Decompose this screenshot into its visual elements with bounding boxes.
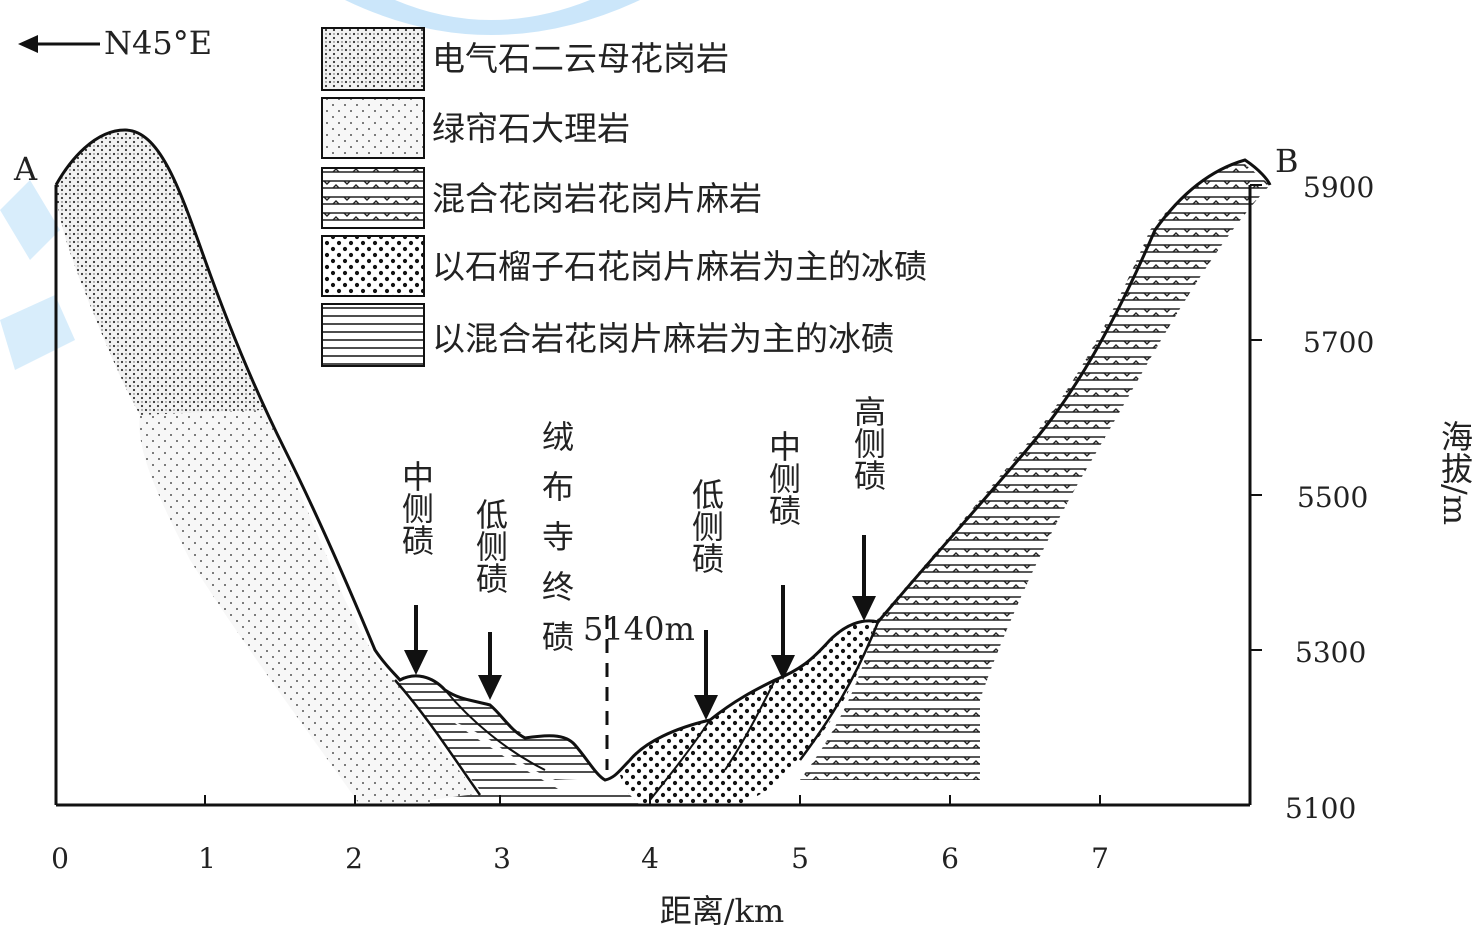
label-high-lateral-right: 高侧碛 (849, 395, 887, 491)
watermark-mark-2 (0, 295, 75, 370)
granite-body-a (56, 130, 265, 415)
legend-swatch-granite (321, 27, 425, 91)
arrowhead-mid-lateral-right (771, 655, 795, 680)
arrowhead-mid-lateral-left (404, 650, 428, 675)
legend-swatch-garnet-moraine (321, 235, 425, 297)
x-tick-label-5: 5 (791, 842, 809, 875)
arrowhead-low-lateral-left (478, 675, 502, 700)
contact-line-right-2 (724, 679, 776, 771)
x-tick-label-6: 6 (941, 842, 959, 875)
label-mid-lateral-right: 中侧碛 (764, 430, 802, 526)
contact-line-right-1 (649, 719, 711, 801)
label-low-lateral-left: 低侧碛 (471, 498, 509, 594)
marble-body-a (139, 410, 475, 805)
label-terminal-moraine: 绒布寺终碛 (537, 420, 575, 670)
terrain-profile-line (54, 128, 1272, 782)
y-tick-label-5100: 5100 (1285, 792, 1356, 825)
elevation-marker-label: 5140m (583, 610, 695, 648)
legend-swatch-marble (321, 97, 425, 159)
x-tick-label-4: 4 (641, 842, 659, 875)
label-low-lateral-right: 低侧碛 (687, 478, 725, 574)
gneiss-body-b (800, 160, 1270, 780)
left-moraine-lower (395, 680, 560, 790)
valley-floor-lines (430, 790, 640, 805)
x-tick-label-0: 0 (51, 842, 69, 875)
y-tick-label-5900: 5900 (1303, 171, 1374, 204)
legend-label-gneiss: 混合花岗岩花岗片麻岩 (432, 179, 762, 218)
left-moraine-lines (395, 675, 600, 780)
label-mid-lateral-left: 中侧碛 (397, 460, 435, 556)
legend-label-garnet-moraine: 以石榴子石花岗片麻岩为主的冰碛 (432, 247, 927, 286)
watermark-arc (345, 0, 640, 35)
contact-line-left (394, 679, 482, 796)
watermark-mark-1 (0, 180, 60, 260)
x-tick-label-3: 3 (493, 842, 511, 875)
arrowhead-low-lateral-right (694, 695, 718, 720)
x-tick-label-7: 7 (1091, 842, 1109, 875)
legend: 电气石二云母花岗岩 绿帘石大理岩 混合花岗岩花岗片麻岩 以石榴子石花岗片麻岩为主… (321, 27, 927, 367)
contact-line-mid-left (444, 689, 546, 771)
legend-label-marble: 绿帘石大理岩 (432, 109, 630, 148)
right-moraine-dots (620, 621, 875, 805)
legend-label-granite: 电气石二云母花岗岩 (432, 39, 729, 78)
y-axis-label: 海拔/m (1436, 420, 1474, 525)
contact-line-right-3 (798, 621, 880, 761)
y-tick-label-5300: 5300 (1295, 636, 1366, 669)
x-tick-label-2: 2 (345, 842, 363, 875)
x-axis-label: 距离/km (660, 892, 785, 930)
y-tick-label-5500: 5500 (1297, 481, 1368, 514)
arrowhead-high-lateral-right (852, 596, 876, 621)
legend-swatch-gneiss (321, 167, 425, 229)
x-tick-label-1: 1 (198, 842, 216, 875)
point-b-label: B (1275, 142, 1299, 180)
point-a-label: A (13, 150, 38, 188)
direction-label: N45°E (104, 24, 212, 62)
legend-label-migmatite-moraine: 以混合岩花岗片麻岩为主的冰碛 (432, 319, 894, 358)
legend-swatch-migmatite-moraine (321, 303, 425, 367)
y-tick-label-5700: 5700 (1303, 326, 1374, 359)
direction-arrow-head (18, 35, 38, 53)
